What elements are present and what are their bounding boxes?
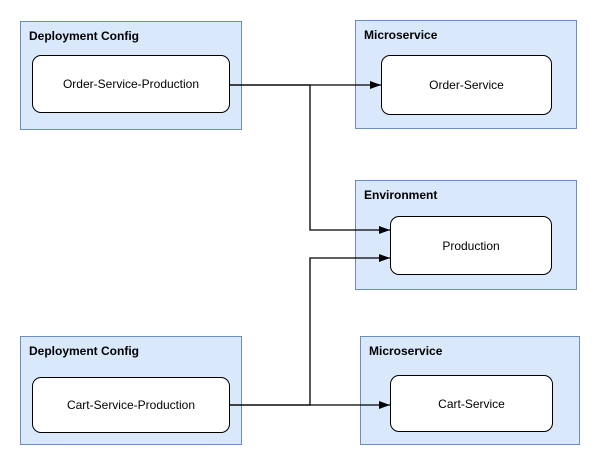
node-production[interactable]: Production xyxy=(390,216,552,275)
node-cart-service[interactable]: Cart-Service xyxy=(390,375,553,432)
node-label: Order-Service-Production xyxy=(62,77,200,91)
container-label: Environment xyxy=(364,188,438,202)
edge-cart-service-production-to-production[interactable] xyxy=(230,254,390,406)
node-label: Cart-Service-Production xyxy=(66,398,196,412)
node-order-service-production[interactable]: Order-Service-Production xyxy=(32,55,230,113)
container-label: Microservice xyxy=(364,28,438,42)
container-label: Deployment Config xyxy=(29,29,139,43)
node-label: Production xyxy=(442,238,500,253)
node-label: Order-Service xyxy=(429,78,504,92)
node-order-service[interactable]: Order-Service xyxy=(381,55,552,115)
container-label: Deployment Config xyxy=(29,344,139,358)
node-label: Cart-Service xyxy=(438,396,505,411)
edge-order-service-production-to-production[interactable] xyxy=(230,84,390,234)
node-cart-service-production[interactable]: Cart-Service-Production xyxy=(32,377,230,433)
container-label: Microservice xyxy=(369,344,443,358)
